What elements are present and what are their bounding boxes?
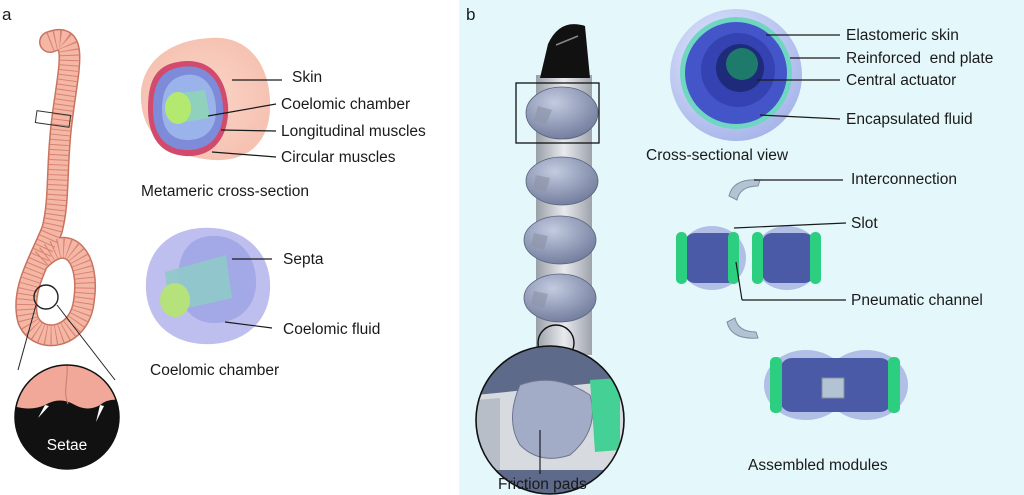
chamber-leaders — [224, 258, 273, 329]
module-leaders — [733, 179, 847, 301]
label-septa: Septa — [283, 251, 324, 268]
setae-label: Setae — [47, 437, 88, 454]
robot-zoom-box — [515, 82, 600, 144]
cross-sectional-caption: Cross-sectional view — [646, 147, 789, 164]
label-longitudinal-muscles: Longitudinal muscles — [281, 123, 426, 140]
cross-section-caption: Metameric cross-section — [141, 183, 309, 200]
module-right — [752, 226, 821, 290]
panel-b: b — [459, 0, 1024, 495]
label-circular-muscles: Circular muscles — [281, 149, 396, 166]
cross-sectional-view — [670, 9, 802, 141]
label-skin: Skin — [292, 69, 322, 86]
label-coelomic-chamber: Coelomic chamber — [281, 96, 410, 113]
soft-robot — [481, 24, 621, 399]
label-reinforced-end-plate: Reinforced end plate — [846, 50, 993, 67]
module-left — [676, 226, 746, 290]
label-interconnection: Interconnection — [851, 171, 957, 188]
panel-a: a Setae — [2, 5, 426, 470]
label-central-actuator: Central actuator — [846, 72, 956, 89]
cross-view-leaders — [757, 34, 841, 120]
friction-pad-magnifier — [475, 345, 625, 495]
panel-a-letter: a — [2, 5, 12, 24]
assembled-modules-drawing — [764, 350, 908, 420]
label-pneumatic-channel: Pneumatic channel — [851, 292, 983, 309]
coelomic-chamber-drawing — [145, 227, 271, 345]
panel-b-letter: b — [466, 5, 475, 24]
label-coelomic-fluid: Coelomic fluid — [283, 321, 380, 338]
metameric-cross-section — [140, 37, 271, 161]
clitellum-marker — [34, 110, 72, 128]
interconnection-bottom — [726, 317, 759, 339]
earthworm — [15, 29, 97, 347]
label-elastomeric-skin: Elastomeric skin — [846, 27, 959, 44]
assembled-caption: Assembled modules — [748, 457, 888, 474]
friction-pads-label: Friction pads — [498, 476, 587, 493]
label-encapsulated-fluid: Encapsulated fluid — [846, 111, 973, 128]
interconnection-top — [728, 179, 761, 201]
label-slot: Slot — [851, 215, 878, 232]
module-parts — [676, 179, 908, 420]
chamber-caption: Coelomic chamber — [150, 362, 279, 379]
cross-section-leaders — [207, 79, 282, 158]
